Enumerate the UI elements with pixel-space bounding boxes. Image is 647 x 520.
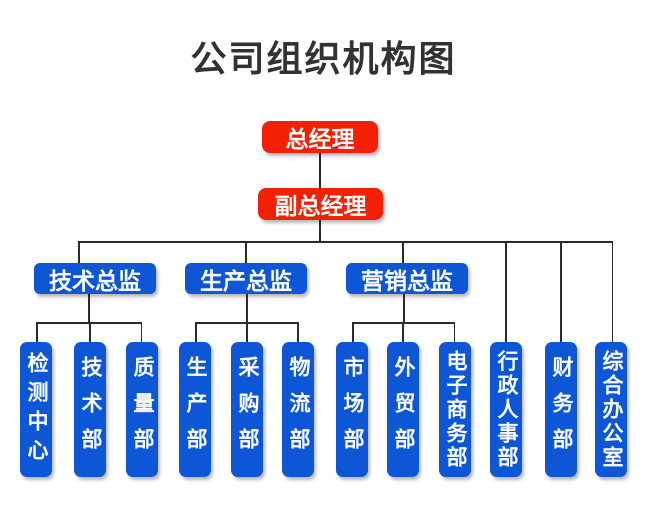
connector-line: [89, 322, 91, 342]
dept-admin-hr: 行政人事部: [490, 342, 522, 477]
connector-line: [352, 322, 455, 324]
connector-line: [246, 294, 248, 322]
dept-purchasing: 采购部: [231, 342, 263, 477]
connector-line: [195, 322, 197, 342]
connector-line: [453, 322, 455, 342]
connector-line: [319, 153, 321, 188]
connector-line: [403, 294, 405, 322]
connector-line: [245, 241, 247, 263]
dept-market-label: 市场部: [341, 355, 364, 464]
connector-line: [505, 241, 507, 342]
dept-production: 生产部: [179, 342, 211, 477]
connector-line: [36, 322, 38, 342]
dept-logistics: 物流部: [282, 342, 314, 477]
node-general-manager: 总经理: [262, 121, 378, 153]
node-director-technical: 技术总监: [34, 263, 156, 294]
node-general-manager-label: 总经理: [285, 126, 355, 152]
connector-line: [297, 322, 299, 342]
dept-ecommerce: 电子商务部: [439, 342, 471, 477]
dept-foreign-trade: 外贸部: [387, 342, 419, 477]
connector-line: [611, 241, 613, 342]
dept-technical: 技术部: [74, 342, 106, 477]
dept-ecommerce-label: 电子商务部: [444, 349, 467, 470]
dept-admin-hr-label: 行政人事部: [495, 349, 518, 470]
dept-market: 市场部: [336, 342, 368, 477]
connector-line: [88, 294, 90, 322]
connector-line: [352, 322, 354, 342]
node-director-technical-label: 技术总监: [49, 267, 141, 294]
node-director-marketing: 营销总监: [346, 263, 468, 294]
dept-testing-center: 检测中心: [20, 342, 52, 477]
node-director-production-label: 生产总监: [200, 267, 292, 294]
dept-logistics-label: 物流部: [287, 355, 310, 464]
dept-purchasing-label: 采购部: [236, 355, 259, 464]
connector-line: [402, 322, 404, 342]
dept-foreign-trade-label: 外贸部: [392, 355, 415, 464]
connector-line: [402, 241, 404, 263]
connector-line: [319, 220, 321, 241]
connector-line: [560, 241, 562, 342]
node-director-production: 生产总监: [185, 263, 307, 294]
dept-production-label: 生产部: [184, 355, 207, 464]
dept-testing-center-label: 检测中心: [25, 351, 48, 468]
node-director-marketing-label: 营销总监: [361, 267, 453, 294]
dept-quality: 质量部: [126, 342, 158, 477]
node-deputy-general-manager-label: 副总经理: [274, 193, 367, 219]
connector-line: [140, 322, 142, 342]
dept-general-office: 综合办公室: [595, 342, 627, 477]
connector-line: [78, 241, 613, 243]
connector-line: [78, 241, 80, 263]
node-deputy-general-manager: 副总经理: [258, 188, 383, 220]
dept-quality-label: 质量部: [131, 355, 154, 464]
dept-technical-label: 技术部: [79, 355, 102, 464]
dept-general-office-label: 综合办公室: [600, 349, 623, 470]
dept-finance-label: 财务部: [550, 355, 573, 464]
dept-finance: 财务部: [545, 342, 577, 477]
page-title: 公司组织机构图: [190, 38, 457, 79]
connector-line: [246, 322, 248, 342]
